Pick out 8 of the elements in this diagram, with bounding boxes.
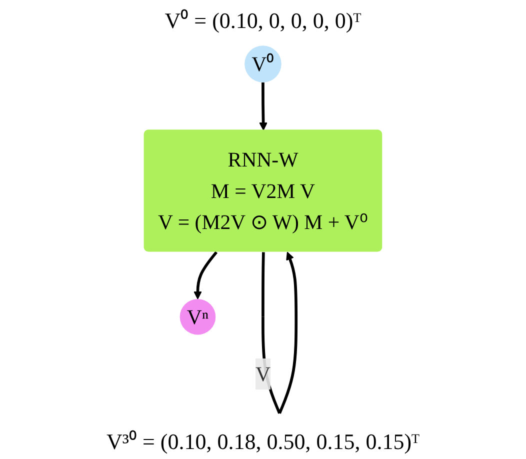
node-circle: Vⁿ [180, 299, 216, 335]
arrow [194, 251, 218, 300]
equation-label: V⁰ = (0.10, 0, 0, 0, 0)ᵀ [164, 7, 362, 34]
node-circle: V⁰ [244, 46, 282, 82]
arrow [259, 82, 268, 130]
edge-label: V [255, 362, 271, 386]
node-box: RNN-W M = V2M V V = (M2V ⊙ W) M + V⁰ [144, 130, 382, 252]
equation-label: V³⁰ = (0.10, 0.18, 0.50, 0.15, 0.15)ᵀ [106, 428, 420, 455]
